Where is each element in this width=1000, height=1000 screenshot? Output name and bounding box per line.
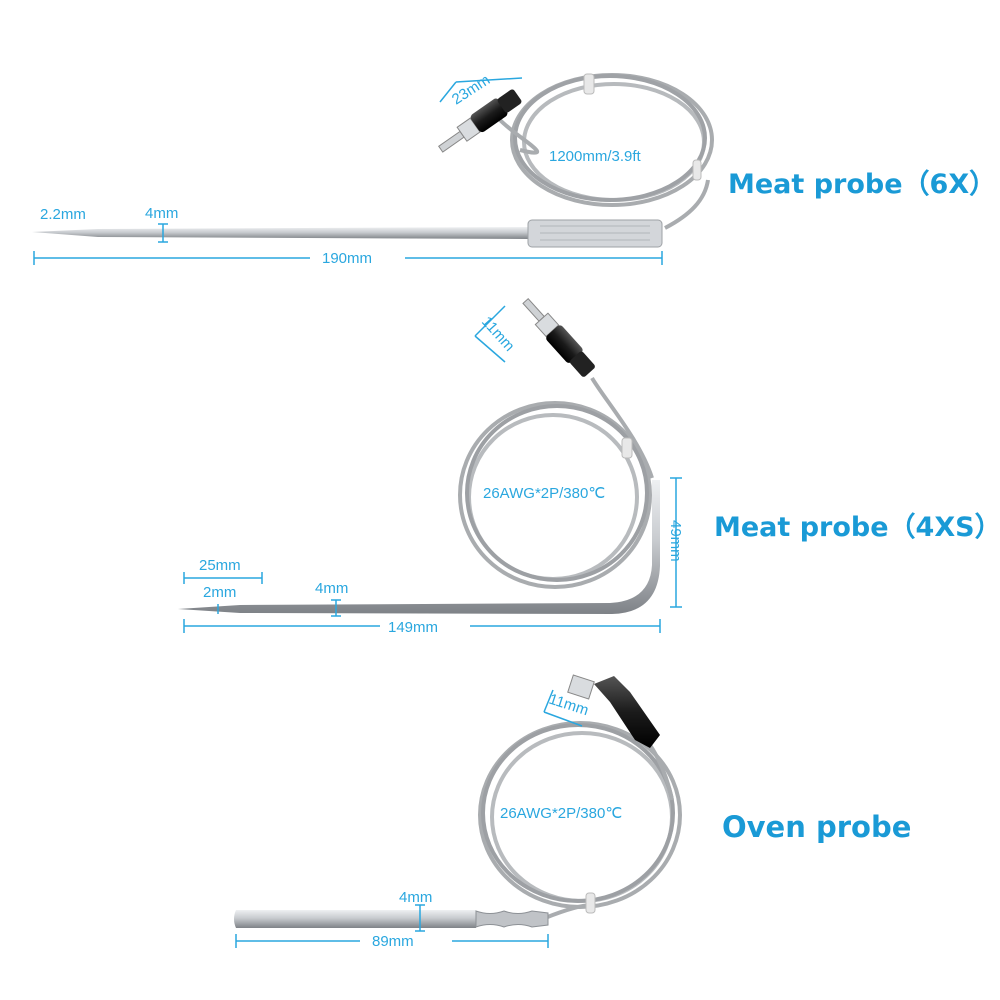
shaft-diameter-label: 4mm [145,205,178,222]
probe-length-label: 149mm [388,619,438,636]
cable-clip [621,437,633,459]
meat-probe-6x-title: Meat probe（6X） [728,169,997,200]
connector-length-label: 23mm [449,71,493,108]
meat-probe-6x: 23mm 1200mm/3.9ft 2.2mm 4mm 190mm [32,71,714,267]
cable-clip [585,892,596,914]
cable-clip [692,159,702,181]
oven-probe: 11mm 26AWG*2P/380℃ 4mm 89mm [234,674,682,950]
probe-grip-oven [475,910,549,928]
meat-probe-4xs: 11mm 26AWG*2P/380℃ 49mm 25mm 2mm 4mm 149… [178,297,684,636]
oven-probe-title: Oven probe [722,810,912,844]
jack-plug-6x [438,89,522,153]
tip-diameter-label: 2.2mm [40,206,86,223]
cable-spec-label: 26AWG*2P/380℃ [500,805,622,822]
taper-length-label: 25mm [199,557,241,574]
shaft-diameter-label: 4mm [315,580,348,597]
tip-diameter-label: 2mm [203,584,236,601]
cable-length-label: 1200mm/3.9ft [549,148,642,165]
oven-plug [567,674,660,748]
cable-coil-4xs [458,376,654,589]
bend-height-label: 49mm [667,520,684,562]
meat-probe-4xs-title: Meat probe（4XS） [714,512,1000,543]
cable-coil-6x [498,73,714,230]
jack-plug-4xs [522,297,595,377]
probe-shaft-oven [234,910,476,928]
shaft-diameter-label: 4mm [399,889,432,906]
probe-length-label: 190mm [322,250,372,267]
cable-spec-label: 26AWG*2P/380℃ [483,485,605,502]
connector-length-label: 11mm [478,313,518,355]
probe-length-label: 89mm [372,933,414,950]
cable-clip [583,73,595,95]
probe-shaft-6x [32,227,528,239]
